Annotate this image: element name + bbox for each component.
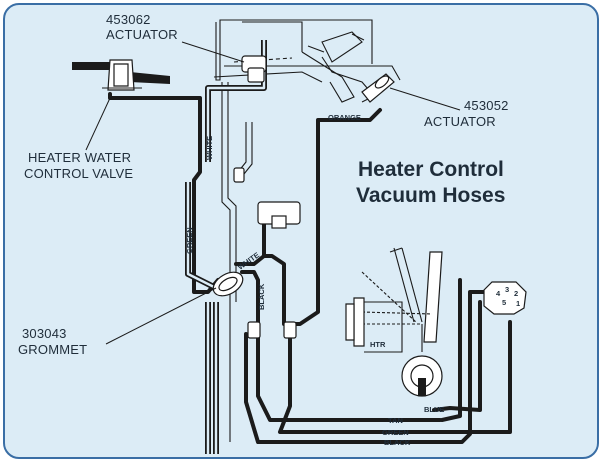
hose-label-blue: BLUE <box>424 405 444 414</box>
hose-label-black-mid: BLACK <box>257 283 266 310</box>
port-1: 1 <box>516 299 520 308</box>
hose-network <box>108 40 512 454</box>
firewall-outline <box>213 19 401 442</box>
actuator-453052 <box>361 73 395 103</box>
tee-connector-left <box>247 321 261 339</box>
hose-label-orange: ORANGE <box>328 113 361 122</box>
diagram-title-line1: Heater Control <box>358 158 504 181</box>
callout-453062-number: 453062 <box>106 12 151 27</box>
leader-actuator-right <box>389 87 461 111</box>
tee-connector-upper <box>233 167 245 183</box>
diagram-frame: WHITE GREEN WHITE BLACK ORANGE BLUE TAN … <box>3 3 599 459</box>
callout-453052-name: ACTUATOR <box>424 114 496 129</box>
hose-label-black-bottom: BLACK <box>384 438 411 447</box>
grommet-303043 <box>212 271 244 297</box>
callout-valve-line1: HEATER WATER <box>28 150 131 165</box>
callout-grommet-number: 303043 <box>22 326 67 341</box>
port-2: 2 <box>514 289 518 298</box>
diagram-title-line2: Vacuum Hoses <box>356 184 505 207</box>
hose-label-green-bottom: GREEN <box>382 428 409 437</box>
callout-453052-number: 453052 <box>464 98 509 113</box>
vacuum-hose-diagram: WHITE GREEN WHITE BLACK ORANGE BLUE TAN … <box>18 12 527 454</box>
callout-grommet-name: GROMMET <box>18 342 87 357</box>
callout-453062-name: ACTUATOR <box>106 27 178 42</box>
leader-grommet <box>105 287 217 345</box>
vacuum-port-block: 4 3 2 1 5 <box>483 281 527 315</box>
hose-label-tan: TAN <box>388 416 403 425</box>
port-3: 3 <box>505 285 509 294</box>
hose-label-white-upper: WHITE <box>205 136 214 160</box>
tee-connector-right <box>283 321 297 339</box>
heater-control-assembly: HTR <box>345 247 443 397</box>
port-4: 4 <box>496 289 501 298</box>
heater-water-control-valve <box>72 59 170 91</box>
port-5: 5 <box>502 298 506 307</box>
htr-label: HTR <box>370 340 386 349</box>
leader-valve <box>85 97 111 151</box>
callout-valve-line2: CONTROL VALVE <box>24 166 133 181</box>
actuator-453062 <box>241 55 267 83</box>
hose-label-green-left: GREEN <box>185 227 194 254</box>
leader-actuator-top <box>181 41 245 63</box>
vacuum-reservoir <box>257 201 301 229</box>
